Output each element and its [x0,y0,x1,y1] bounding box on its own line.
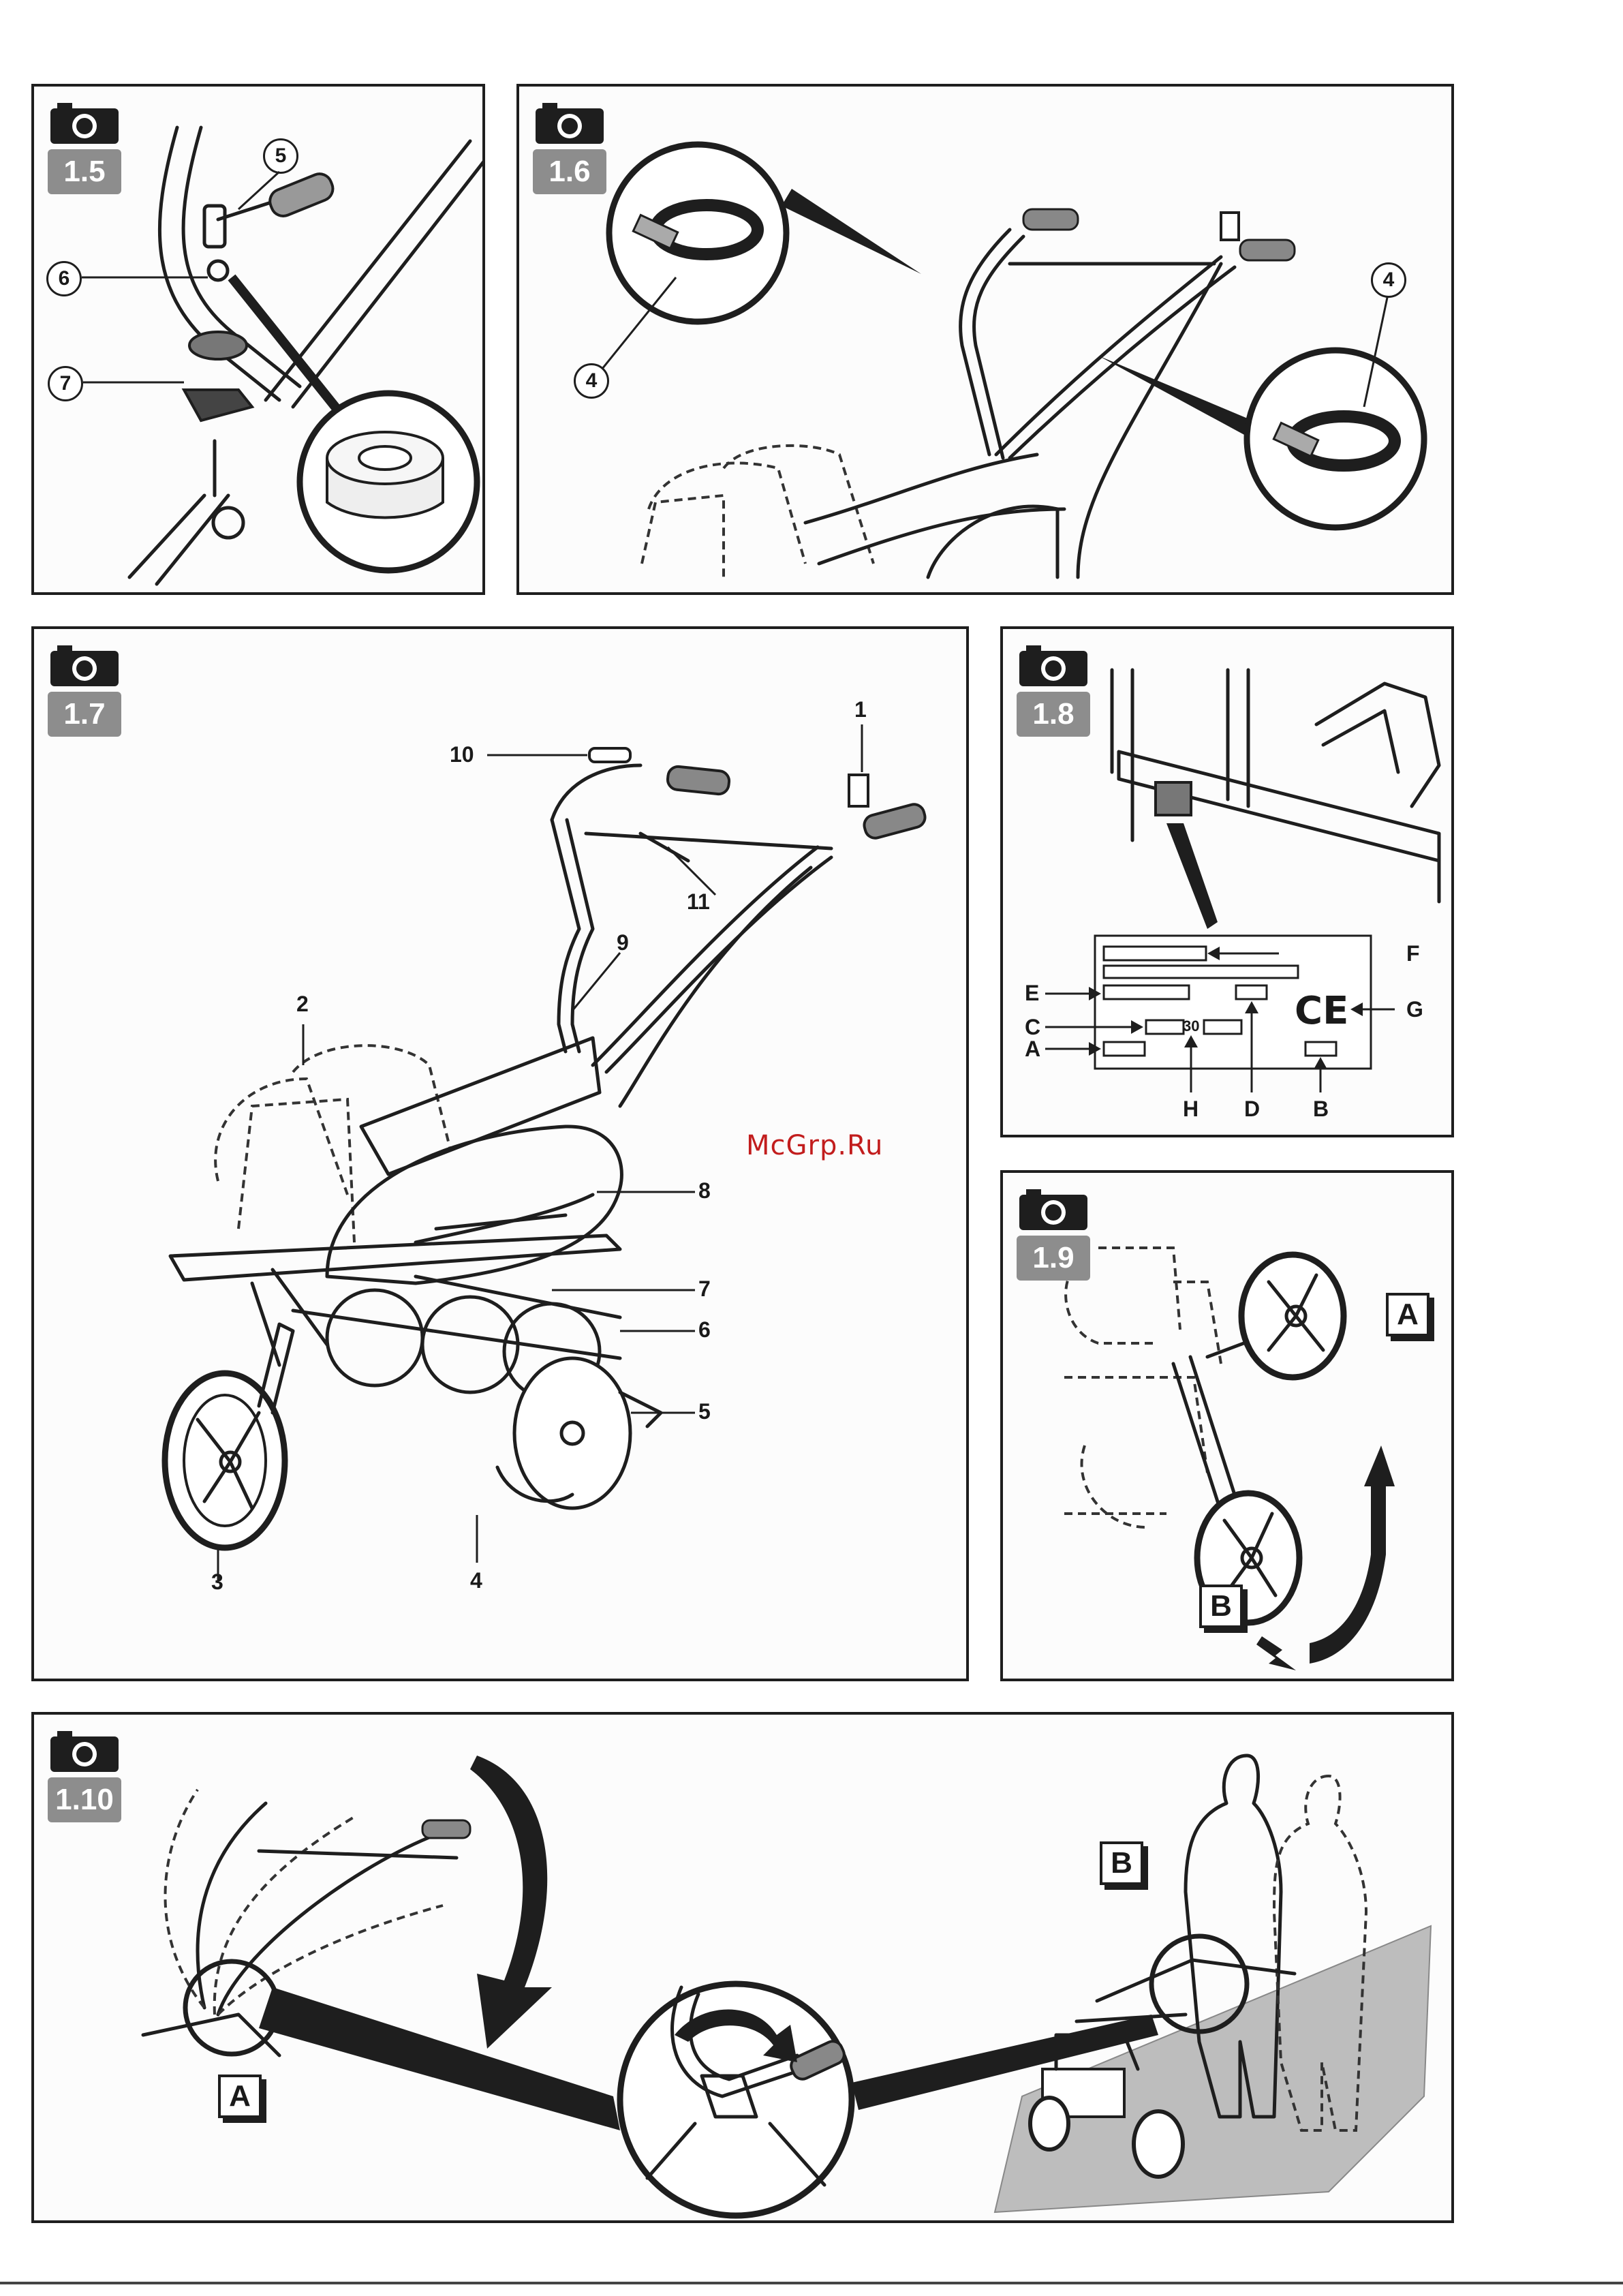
part-label: 1 [854,697,867,722]
step-label-a: A [218,2075,262,2118]
figure-1-10-illustration [34,1715,1454,2223]
rating-plate-label: B [1313,1097,1329,1122]
serial-number-text: 30 [1183,1017,1199,1035]
camera-icon [533,100,606,145]
camera-icon [1017,643,1090,688]
figure-1-8-badge: 1.8 [1017,643,1092,737]
figure-number: 1.10 [48,1777,121,1822]
figure-1-6-illustration [519,87,1454,595]
figure-number: 1.7 [48,692,121,737]
ce-mark: CE [1295,989,1348,1033]
rating-plate-label: G [1406,997,1423,1022]
part-label: 9 [617,930,629,955]
figure-1-5-panel: 1.5 5 6 7 [31,84,485,595]
figure-1-9-panel: 1.9 A B [1000,1170,1454,1681]
footer-rule [0,2282,1623,2286]
step-label-b: B [1199,1585,1243,1628]
figure-1-6-panel: 1.6 4 4 [516,84,1454,595]
step-label-b: B [1100,1841,1143,1885]
camera-icon [48,1728,121,1773]
part-label: 3 [211,1570,223,1595]
part-label: 10 [450,742,474,767]
figure-1-8-panel: 1.8 E C A F G H D B 30 CE [1000,626,1454,1137]
leader-lines [34,87,485,595]
part-label: 8 [698,1178,711,1204]
camera-icon [48,643,121,688]
camera-icon [1017,1187,1090,1231]
rating-plate-label: H [1183,1097,1199,1122]
figure-number: 1.9 [1017,1236,1090,1281]
rating-plate-label: F [1406,941,1420,966]
part-label: 6 [698,1317,711,1343]
figure-number: 1.8 [1017,692,1090,737]
part-label: 2 [296,992,309,1017]
figure-number: 1.6 [533,149,606,194]
rating-plate-label: D [1244,1097,1260,1122]
part-label: 4 [574,363,609,399]
figure-1-9-badge: 1.9 [1017,1187,1092,1281]
part-label: 4 [470,1568,482,1593]
part-label: 7 [698,1276,711,1302]
part-label: 4 [1371,262,1406,298]
rating-plate-label: E [1025,981,1039,1006]
figure-1-10-panel: 1.10 A B [31,1712,1454,2223]
watermark-text: McGrp.Ru [746,1130,883,1161]
figure-1-6-badge: 1.6 [533,100,608,194]
step-label-a: A [1386,1293,1429,1336]
rating-plate-label: A [1025,1037,1040,1062]
part-label: 5 [698,1399,711,1424]
figure-1-7-badge: 1.7 [48,643,123,737]
figure-1-10-badge: 1.10 [48,1728,123,1822]
part-label: 11 [687,889,710,915]
